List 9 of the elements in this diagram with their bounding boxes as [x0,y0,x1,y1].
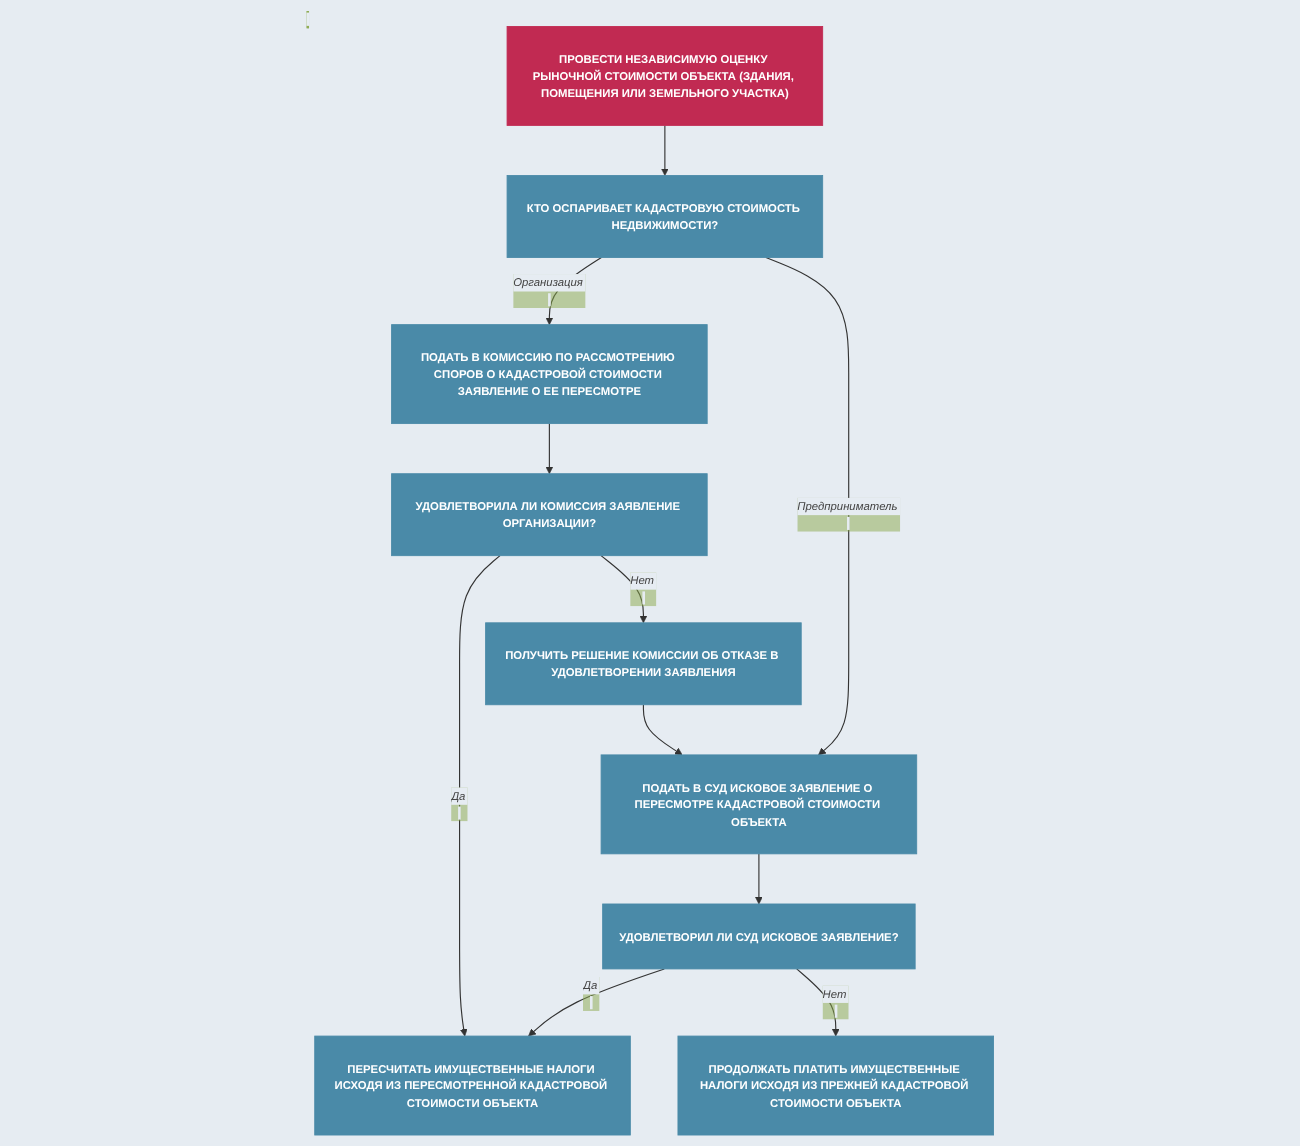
arrow [796,968,840,1037]
arrow [642,704,683,756]
arrow [459,555,501,1037]
arrow [528,968,665,1037]
arrow [545,423,554,475]
arrow [600,555,648,624]
arrow [755,853,763,905]
arrow [661,124,669,176]
arrow [765,256,850,756]
